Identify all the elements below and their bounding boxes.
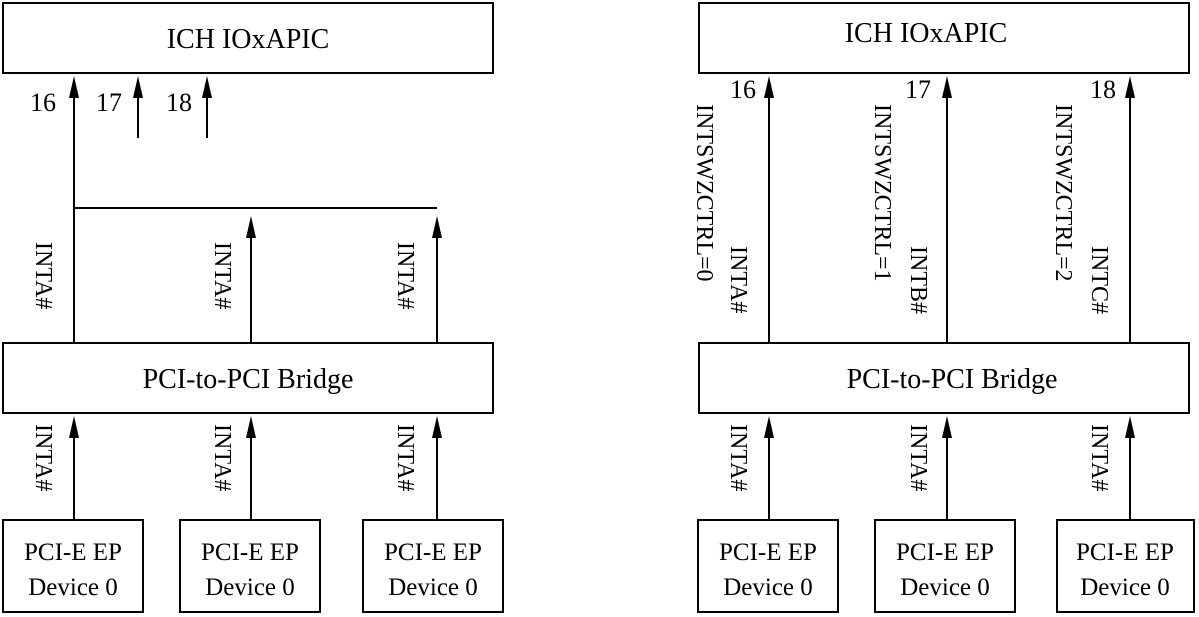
right-swizzle-2: INTSWZCTRL=2 xyxy=(1050,104,1076,282)
left-up-pin-3: INTA# xyxy=(392,242,418,309)
left-diagram: ICH IOxAPIC 16 17 18 INTA# INTA# INTA# P… xyxy=(2,2,504,613)
right-ioapic-label: ICH IOxAPIC xyxy=(845,18,1008,49)
left-dev3-arrowhead xyxy=(432,416,442,438)
right-device-3-line2: Device 0 xyxy=(1080,574,1170,601)
right-dev3-arrowhead xyxy=(1125,416,1135,438)
right-device-2-line1: PCI-E EP xyxy=(896,539,994,566)
right-down-pin-1: INTA# xyxy=(725,424,751,491)
left-device-2-line1: PCI-E EP xyxy=(201,539,299,566)
right-irq-18: 18 xyxy=(1090,75,1116,104)
right-device-1-line2: Device 0 xyxy=(723,574,813,601)
left-up-pin-2: INTA# xyxy=(209,242,235,309)
left-device-1-line1: PCI-E EP xyxy=(24,539,122,566)
left-ioapic-box xyxy=(2,2,494,74)
left-irq17-arrowhead xyxy=(133,76,143,98)
left-up3-arrowhead xyxy=(432,216,442,238)
left-device-3-line1: PCI-E EP xyxy=(384,539,482,566)
right-ioapic-box xyxy=(698,2,1190,74)
left-irq16-arrowhead xyxy=(69,76,79,98)
left-down-pin-3: INTA# xyxy=(392,424,418,491)
right-up-pin-1: INTA# xyxy=(725,246,751,313)
right-device-3-line1: PCI-E EP xyxy=(1076,539,1174,566)
right-irq18-arrowhead xyxy=(1125,76,1135,98)
right-bridge-box xyxy=(698,342,1190,414)
right-irq-16: 16 xyxy=(730,75,756,104)
left-irq-18: 18 xyxy=(166,88,192,117)
right-device-3-box xyxy=(1056,519,1195,613)
left-device-3-line2: Device 0 xyxy=(388,574,478,601)
left-irq18-arrowhead xyxy=(202,76,212,98)
right-device-1-box xyxy=(697,519,839,613)
left-up2-arrowhead xyxy=(246,216,256,238)
right-device-2-line2: Device 0 xyxy=(900,574,990,601)
left-down-pin-1: INTA# xyxy=(30,424,56,491)
right-device-2-box xyxy=(874,519,1016,613)
left-bridge-label: PCI-to-PCI Bridge xyxy=(143,364,354,395)
left-dev1-arrowhead xyxy=(69,416,79,438)
right-device-1-line1: PCI-E EP xyxy=(719,539,817,566)
right-dev2-arrowhead xyxy=(942,416,952,438)
left-dev2-arrowhead xyxy=(246,416,256,438)
left-device-3-box xyxy=(362,519,504,613)
left-irq-17: 17 xyxy=(96,88,122,117)
left-down-pin-2: INTA# xyxy=(209,424,235,491)
right-irq16-arrowhead xyxy=(764,76,774,98)
right-bridge-label: PCI-to-PCI Bridge xyxy=(847,364,1058,395)
left-device-1-box xyxy=(2,519,144,613)
right-swizzle-1: INTSWZCTRL=1 xyxy=(869,104,895,282)
right-swizzle-0: INTSWZCTRL=0 xyxy=(691,104,717,282)
left-device-2-box xyxy=(179,519,321,613)
right-down-pin-3: INTA# xyxy=(1086,424,1112,491)
left-ioapic-label: ICH IOxAPIC xyxy=(167,24,330,55)
left-device-1-line2: Device 0 xyxy=(28,574,118,601)
left-up-pin-1: INTA# xyxy=(30,242,56,309)
right-dev1-arrowhead xyxy=(764,416,774,438)
right-diagram: ICH IOxAPIC 16 17 18 INTSWZCTRL=0 INTSWZ… xyxy=(691,2,1195,613)
right-irq17-arrowhead xyxy=(942,76,952,98)
right-down-pin-2: INTA# xyxy=(905,424,931,491)
left-irq-16: 16 xyxy=(30,88,56,117)
left-bridge-box xyxy=(2,342,494,414)
right-up-pin-3: INTC# xyxy=(1086,246,1112,314)
right-up-pin-2: INTB# xyxy=(905,246,931,314)
right-irq-17: 17 xyxy=(905,75,931,104)
left-device-2-line2: Device 0 xyxy=(205,574,295,601)
